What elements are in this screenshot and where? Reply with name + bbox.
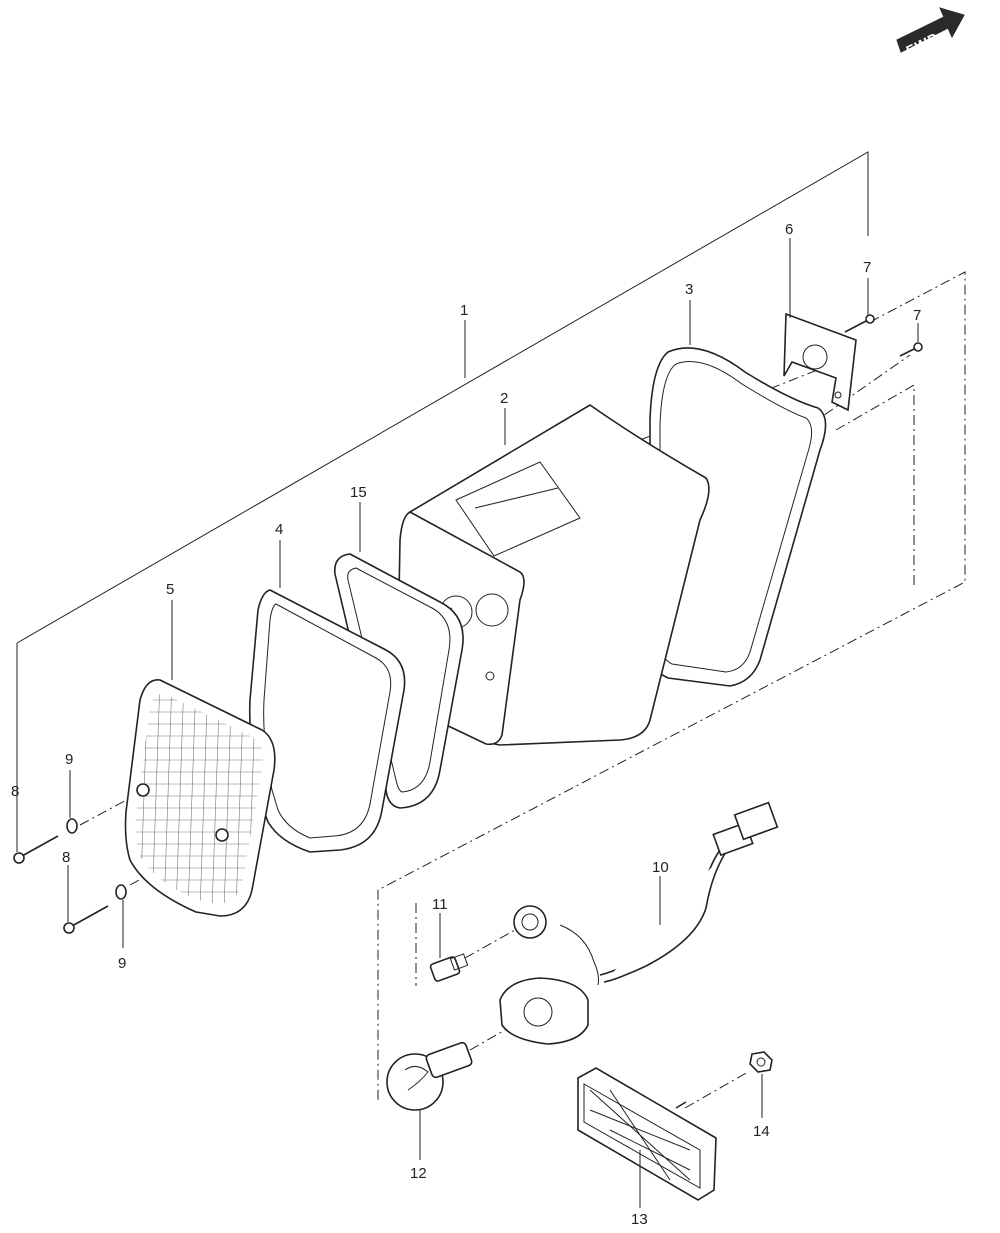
mounting-bracket-part	[783, 312, 857, 412]
tail-lens-part	[124, 679, 276, 917]
callout-3: 3	[685, 281, 693, 298]
wire-harness-part	[499, 801, 779, 1045]
callout-10: 10	[652, 859, 669, 876]
callout-2: 2	[500, 390, 508, 407]
large-bulb-icon	[386, 1041, 473, 1111]
callout-4: 4	[275, 521, 283, 538]
callout-11: 11	[432, 896, 448, 913]
callout-14: 14	[753, 1123, 770, 1140]
leader-lines	[16, 238, 919, 1208]
callout-8-upper: 8	[11, 783, 19, 800]
callout-labels: 1 2 3 4 5 6 7 7 8 8 9 9 10 11 12 13 14 1…	[11, 221, 921, 1228]
callout-12: 12	[410, 1165, 427, 1182]
callout-9-lower: 9	[118, 955, 126, 972]
washer-icon	[66, 818, 127, 900]
callout-7-upper: 7	[863, 259, 871, 276]
callout-1: 1	[460, 302, 468, 319]
callout-9-upper: 9	[65, 751, 73, 768]
lens-screw-icon	[13, 835, 109, 934]
callout-15: 15	[350, 484, 367, 501]
fwd-arrow-icon: FWD	[896, 7, 965, 59]
nut-icon	[749, 1051, 773, 1073]
callout-8-lower: 8	[62, 849, 70, 866]
callout-5: 5	[166, 581, 174, 598]
assembly-bracket	[16, 151, 966, 1103]
callout-13: 13	[631, 1211, 648, 1228]
small-bulb-icon	[429, 953, 469, 982]
reflector-part	[577, 1067, 717, 1201]
callout-7-lower: 7	[913, 307, 921, 324]
callout-6: 6	[785, 221, 793, 238]
lens-gasket-part	[248, 589, 406, 853]
screw-icon	[844, 314, 923, 357]
